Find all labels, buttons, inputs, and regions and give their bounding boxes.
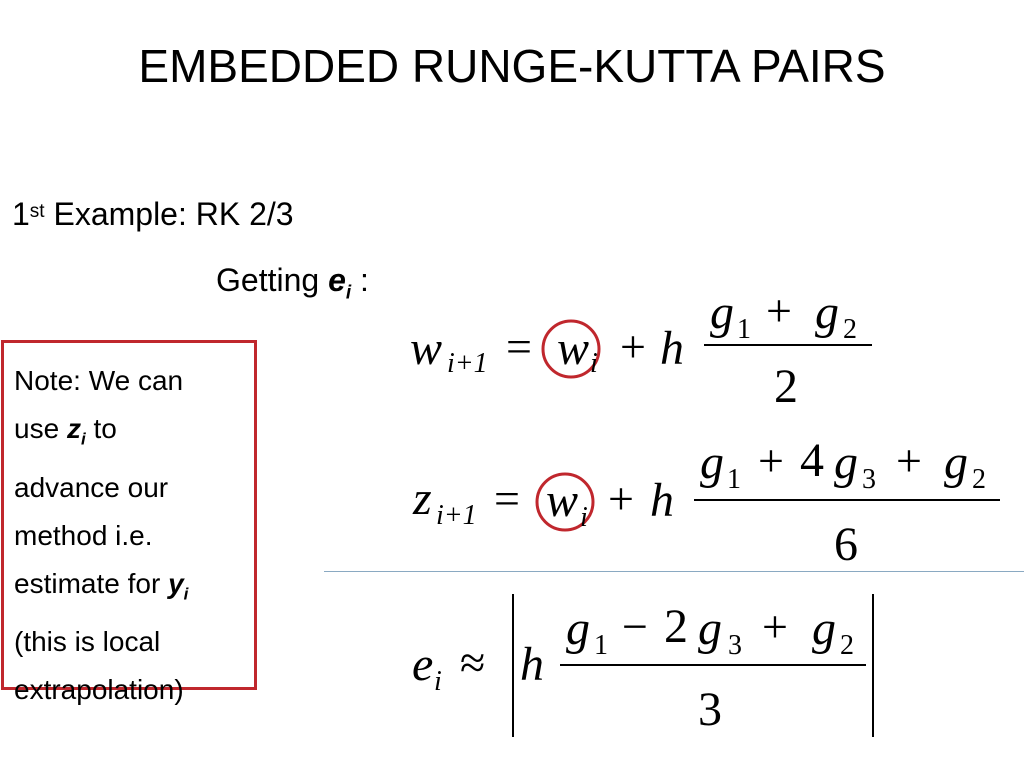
eq2-num-g1-sub: 1 — [727, 464, 741, 495]
eq1-num-g1-sub: 1 — [737, 314, 751, 345]
eq1-num-plus: + — [766, 285, 792, 336]
eq3-num-minus: − — [622, 601, 648, 652]
note-line: method i.e. — [14, 519, 153, 551]
eq2-num-plus2: + — [896, 435, 922, 486]
eq1-w: w — [557, 322, 589, 375]
eq2-w: w — [546, 474, 578, 527]
eq2-num-g1: g — [700, 436, 724, 489]
eq1-num-g2: g — [815, 286, 839, 339]
eq2-num-g2: g — [944, 436, 968, 489]
note-text: use — [14, 413, 67, 444]
note-line: extrapolation) — [14, 674, 184, 706]
eq2-num-coef: 4 — [800, 434, 824, 487]
eq2-plus: + — [608, 473, 634, 524]
eq2-num-g3-sub: 3 — [862, 464, 876, 495]
example-heading: 1st Example: RK 2/3 — [12, 194, 294, 234]
eq2-num-g3: g — [834, 436, 858, 489]
eq3-num-plus: + — [762, 601, 788, 652]
note-text: to — [85, 413, 117, 444]
eq3-num-g3-sub: 3 — [728, 630, 742, 661]
eq3-num-g3: g — [698, 602, 722, 655]
eq3-approx: ≈ — [460, 637, 485, 688]
equation-z-update: z i+1 = w i + h g 1 + 4 g 3 + g 2 6 — [412, 434, 1000, 571]
getting-subscript: i — [345, 282, 352, 304]
note-symbol-z: z — [66, 413, 81, 444]
note-line: advance our — [14, 471, 169, 503]
eq1-num-g2-sub: 2 — [843, 314, 857, 345]
getting-heading: Getting ei : — [216, 260, 369, 313]
eq2-lhs-sub: i+1 — [436, 500, 477, 531]
note-line: Note: We can — [14, 365, 184, 396]
getting-colon: : — [351, 262, 369, 298]
eq1-circle-highlight — [541, 319, 601, 379]
eq2-circle-highlight — [535, 472, 595, 532]
note-symbol-y: y — [168, 567, 184, 599]
eq3-num-g2-sub: 2 — [840, 630, 854, 661]
eq1-num-g1: g — [710, 286, 734, 339]
eq1-lhs: w — [410, 322, 442, 375]
note-subscript: i — [80, 429, 86, 449]
equation-error-estimate: e i ≈ h g 1 − 2 g 3 + g 2 3 — [412, 594, 874, 737]
example-label: Example: RK 2/3 — [44, 196, 294, 232]
eq3-lhs-sub: i — [434, 666, 442, 697]
example-number: 1 — [12, 196, 30, 232]
note-line: (this is local — [14, 626, 161, 658]
note-line: use zi to — [14, 405, 246, 464]
eq3-num-coef: 2 — [664, 600, 688, 653]
eq3-lhs: e — [412, 638, 433, 691]
getting-symbol: e — [328, 262, 346, 298]
eq3-num-g1-sub: 1 — [594, 630, 608, 661]
eq3-h: h — [520, 638, 544, 691]
eq1-w-sub: i — [590, 348, 598, 379]
getting-text: Getting — [216, 262, 329, 298]
eq1-h: h — [660, 322, 684, 375]
eq3-num-g2: g — [812, 602, 836, 655]
note-subscript: i — [183, 584, 189, 604]
eq2-lhs: z — [412, 472, 432, 525]
note-line: estimate for yi — [14, 560, 246, 619]
eq2-num-g2-sub: 2 — [972, 464, 986, 495]
eq1-plus: + — [620, 321, 646, 372]
note-box: Note: We can use zi to advance our metho… — [1, 340, 257, 705]
eq3-den: 3 — [698, 683, 722, 736]
example-ordinal: st — [29, 201, 45, 222]
slide-title: EMBEDDED RUNGE-KUTTA PAIRS — [138, 40, 886, 92]
eq2-num-plus1: + — [758, 435, 784, 486]
eq1-equals: = — [506, 321, 532, 372]
eq2-den: 6 — [834, 518, 858, 571]
note-text: estimate for — [14, 567, 169, 599]
eq3-num-g1: g — [566, 602, 590, 655]
eq2-h: h — [650, 474, 674, 527]
eq2-equals: = — [494, 473, 520, 524]
equation-w-update: w i+1 = w i + h g 1 + g 2 2 — [410, 285, 872, 413]
eq2-w-sub: i — [580, 502, 588, 533]
divider-line — [324, 571, 1024, 572]
eq1-den: 2 — [774, 360, 798, 413]
eq1-lhs-sub: i+1 — [447, 348, 488, 379]
